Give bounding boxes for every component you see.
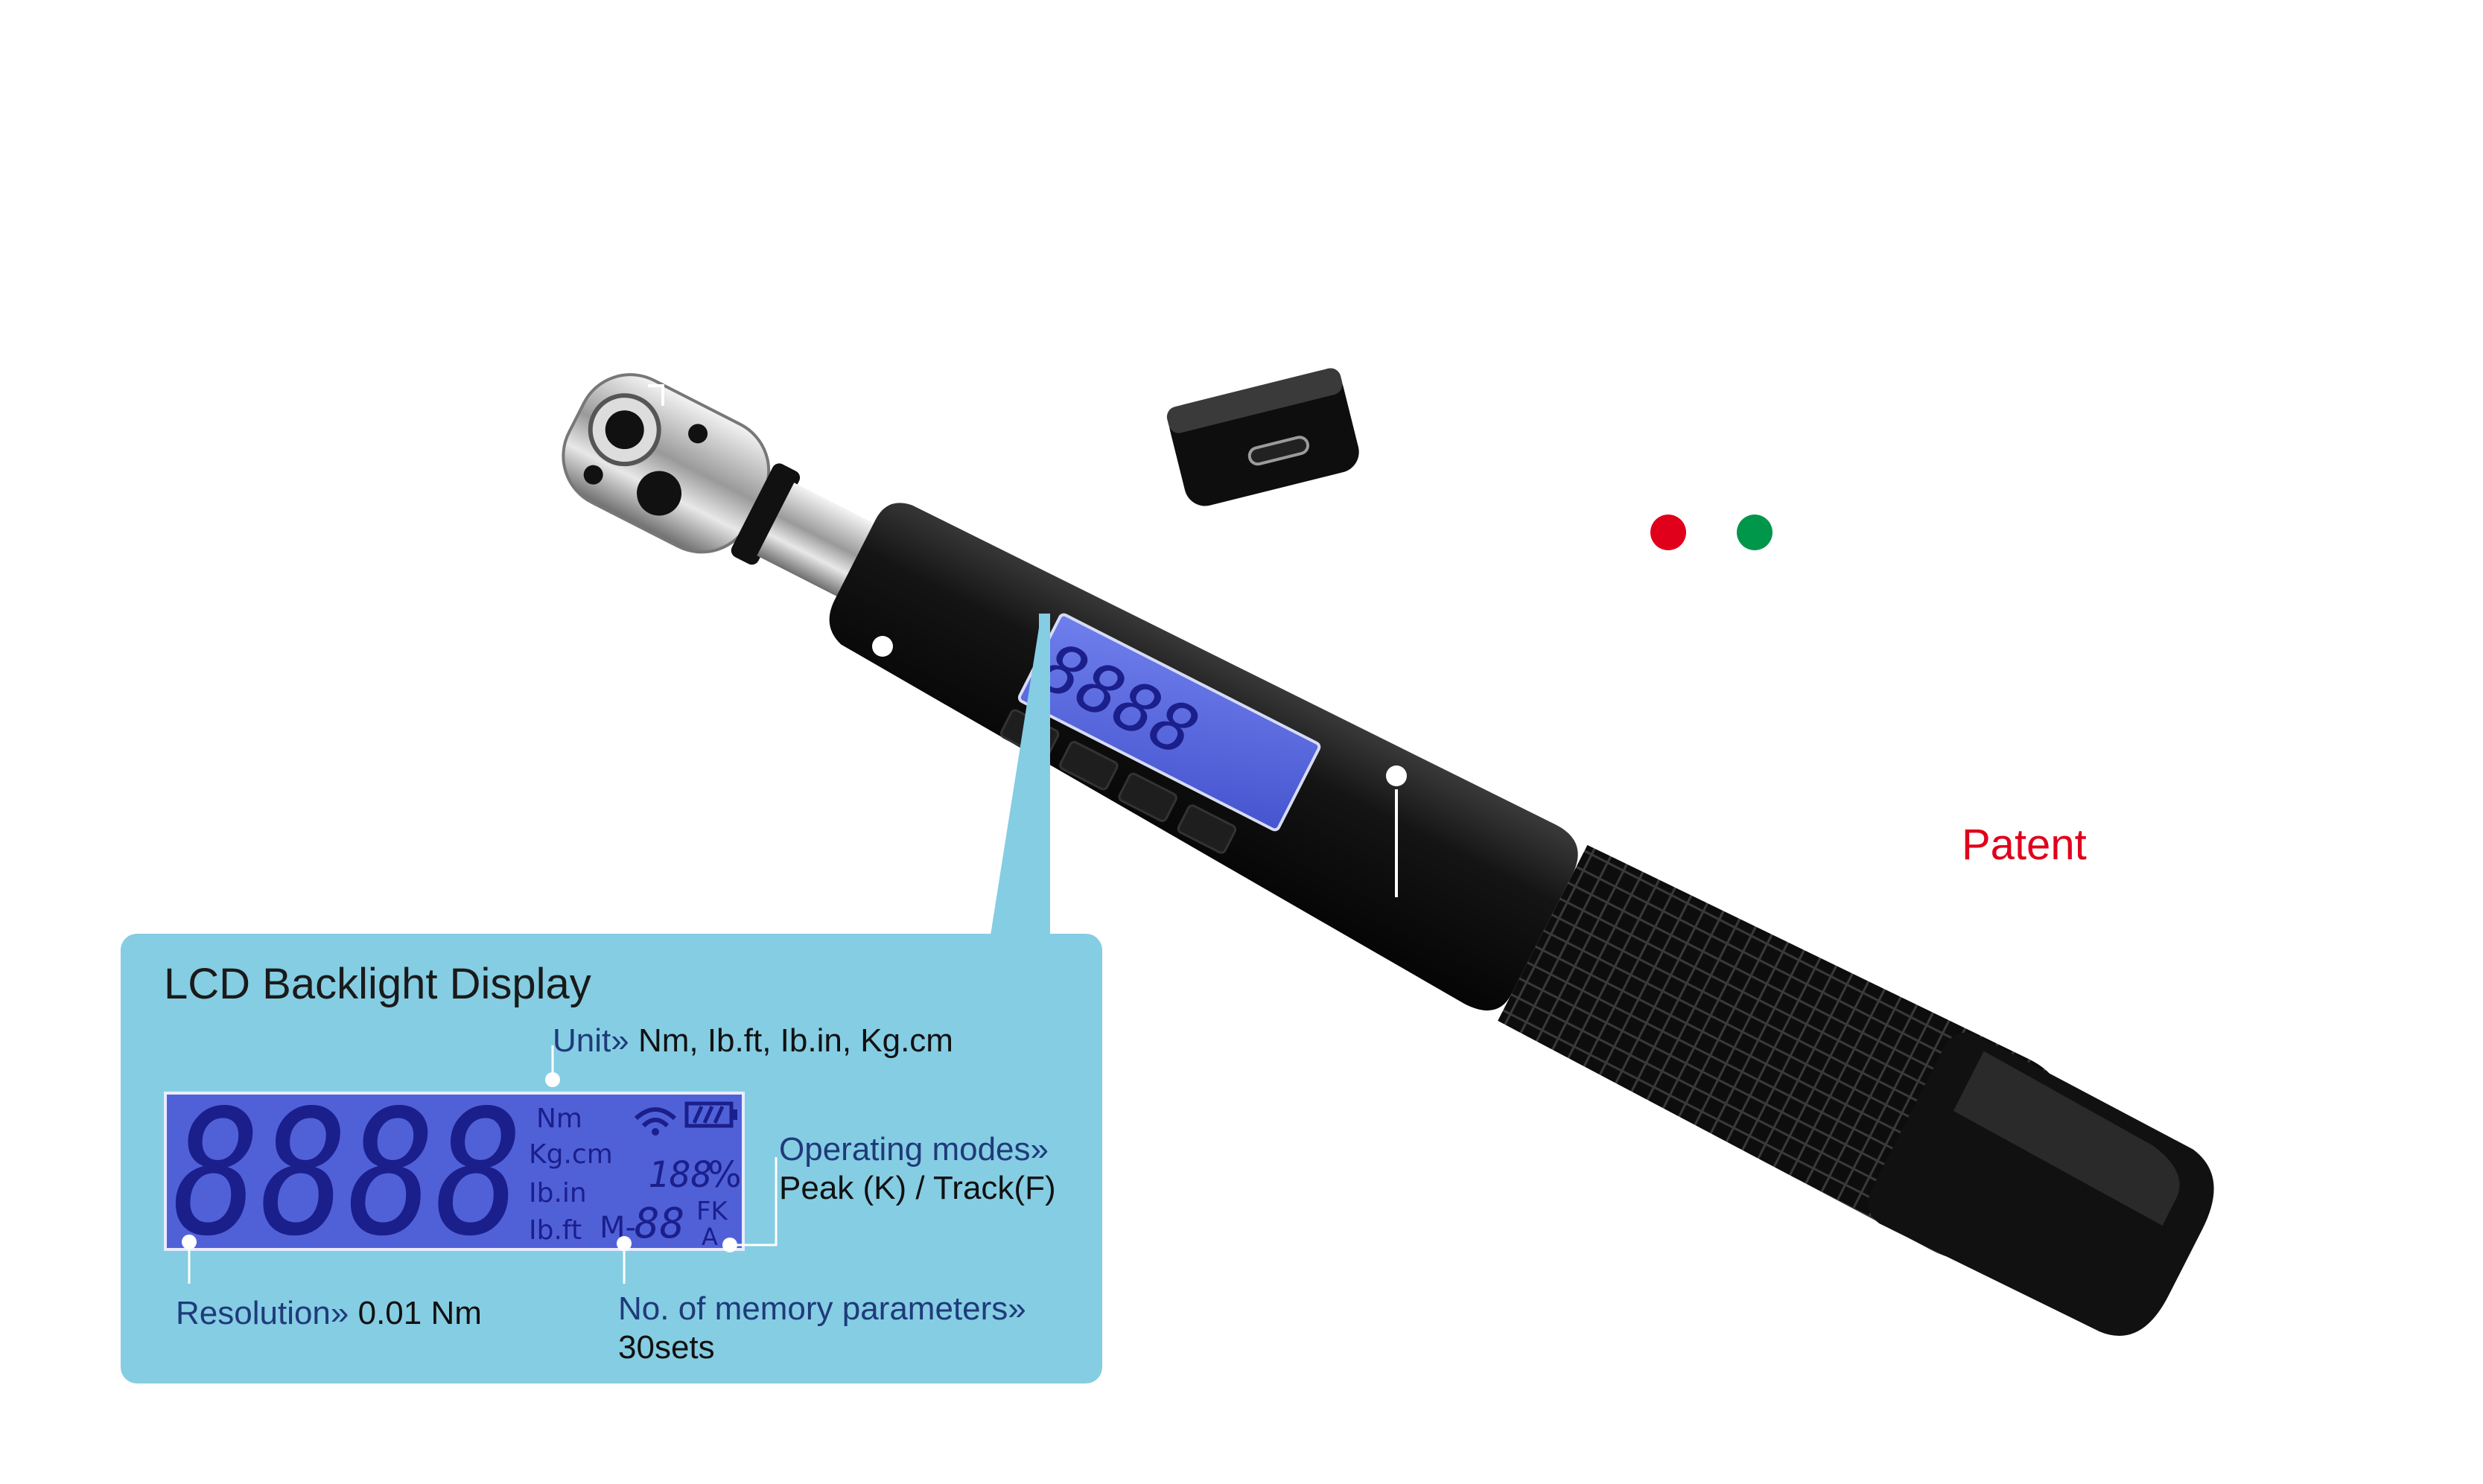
- unit-key: Unit»: [553, 1022, 629, 1059]
- memory-key: No. of memory parameters»: [618, 1290, 1026, 1327]
- unit-value: Nm, Ib.ft, Ib.in, Kg.cm: [638, 1022, 953, 1059]
- green-led-icon: [1737, 515, 1773, 550]
- red-led-icon: [1650, 515, 1686, 550]
- lcd-main-digits: 8888: [173, 1092, 523, 1251]
- lcd-unit-ibin: Ib.in: [529, 1178, 587, 1208]
- patent-label: Patent: [1962, 821, 2087, 869]
- lcd-mode-letters: FK: [696, 1197, 729, 1226]
- operating-modes-value: Peak (K) / Track(F): [779, 1170, 1056, 1206]
- lcd-unit-nm: Nm: [536, 1104, 582, 1134]
- panel-leader-lines: [182, 1045, 778, 1284]
- lcd-memory-digits: 88: [635, 1200, 684, 1248]
- wifi-icon: [634, 1107, 677, 1136]
- lcd-small-digits: 188: [648, 1154, 713, 1196]
- memory-parameters-label: No. of memory parameters» 30sets: [618, 1290, 1026, 1367]
- resolution-value: 0.01 Nm: [357, 1295, 482, 1331]
- lcd-percent: %: [708, 1154, 742, 1196]
- operating-modes-key: Operating modes»: [779, 1131, 1049, 1168]
- unit-label: Unit» Nm, Ib.ft, Ib.in, Kg.cm: [553, 1022, 953, 1060]
- lcd-mode-auto: A: [702, 1223, 718, 1251]
- operating-modes-label: Operating modes» Peak (K) / Track(F): [779, 1130, 1056, 1208]
- resolution-key: Resolution»: [176, 1295, 349, 1331]
- memory-value: 30sets: [618, 1329, 715, 1366]
- lcd-info-panel: LCD Backlight Display Unit» Nm, Ib.ft, I…: [121, 934, 1102, 1383]
- lcd-display: 8888 Nm Kg.cm Ib.in Ib.ft 188 % M- 88 FK…: [164, 1092, 745, 1251]
- lcd-unit-ibft: Ib.ft: [529, 1215, 582, 1246]
- battery-icon: [684, 1101, 737, 1128]
- resolution-label: Resolution» 0.01 Nm: [176, 1294, 482, 1333]
- lcd-unit-kgcm: Kg.cm: [529, 1139, 613, 1170]
- panel-title: LCD Backlight Display: [164, 960, 591, 1008]
